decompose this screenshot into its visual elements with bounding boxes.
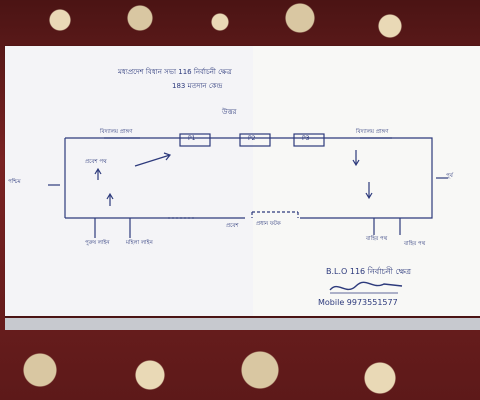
room-label-2: P2: [248, 135, 256, 142]
board-edge: [5, 318, 480, 330]
entry-marker-label: প্রবেশ: [226, 223, 239, 229]
main-gate-label: প্রধান ফটক: [256, 221, 281, 227]
room-box-2: [239, 133, 271, 147]
female-queue-label: মহিলা লাইন: [126, 240, 153, 246]
header-line-2: 183 মতদান কেন্দ্র: [172, 82, 223, 90]
east-label: পূর্ব: [446, 173, 453, 179]
arrow-down-right-1: [352, 150, 360, 167]
blo-signature-line: B.L.O 116 নির্বাচনী ক্ষেত্র: [326, 267, 412, 276]
building-outline: [65, 137, 433, 219]
male-queue-label: পুরুষ লাইন: [85, 240, 110, 246]
entrance-gate: [251, 211, 299, 218]
room-box-1: [179, 133, 211, 147]
exit-path-label-2: বাহির পথ: [404, 241, 426, 247]
exit-path-label-1: বাহির পথ: [366, 236, 388, 242]
top-left-room-label: বিদ্যালয় প্রাঙ্গণ: [100, 129, 133, 135]
room-label-1: P1: [188, 135, 196, 142]
inner-entry-label: প্রবেশ পথ: [85, 159, 107, 165]
header-line-1: মধ্যপ্রদেশ বিধান সভা 116 নির্বাচনী ক্ষেত…: [118, 68, 232, 76]
signature-scribble: [329, 281, 403, 291]
room-box-3: [293, 133, 325, 147]
west-label: পশ্চিম: [8, 179, 21, 185]
arrow-up-left-2: [106, 192, 114, 206]
hand-drawn-floor-plan-sheet: [5, 46, 480, 316]
arrow-down-right-2: [365, 182, 373, 200]
arrow-diagonal: [134, 152, 172, 167]
room-label-3: P3: [302, 135, 310, 142]
north-label: উত্তর: [222, 108, 237, 116]
arrow-up-left-1: [94, 167, 102, 180]
blo-mobile-number: Mobile 9973551577: [318, 298, 398, 307]
top-right-room-label: বিদ্যালয় প্রাঙ্গণ: [356, 129, 389, 135]
